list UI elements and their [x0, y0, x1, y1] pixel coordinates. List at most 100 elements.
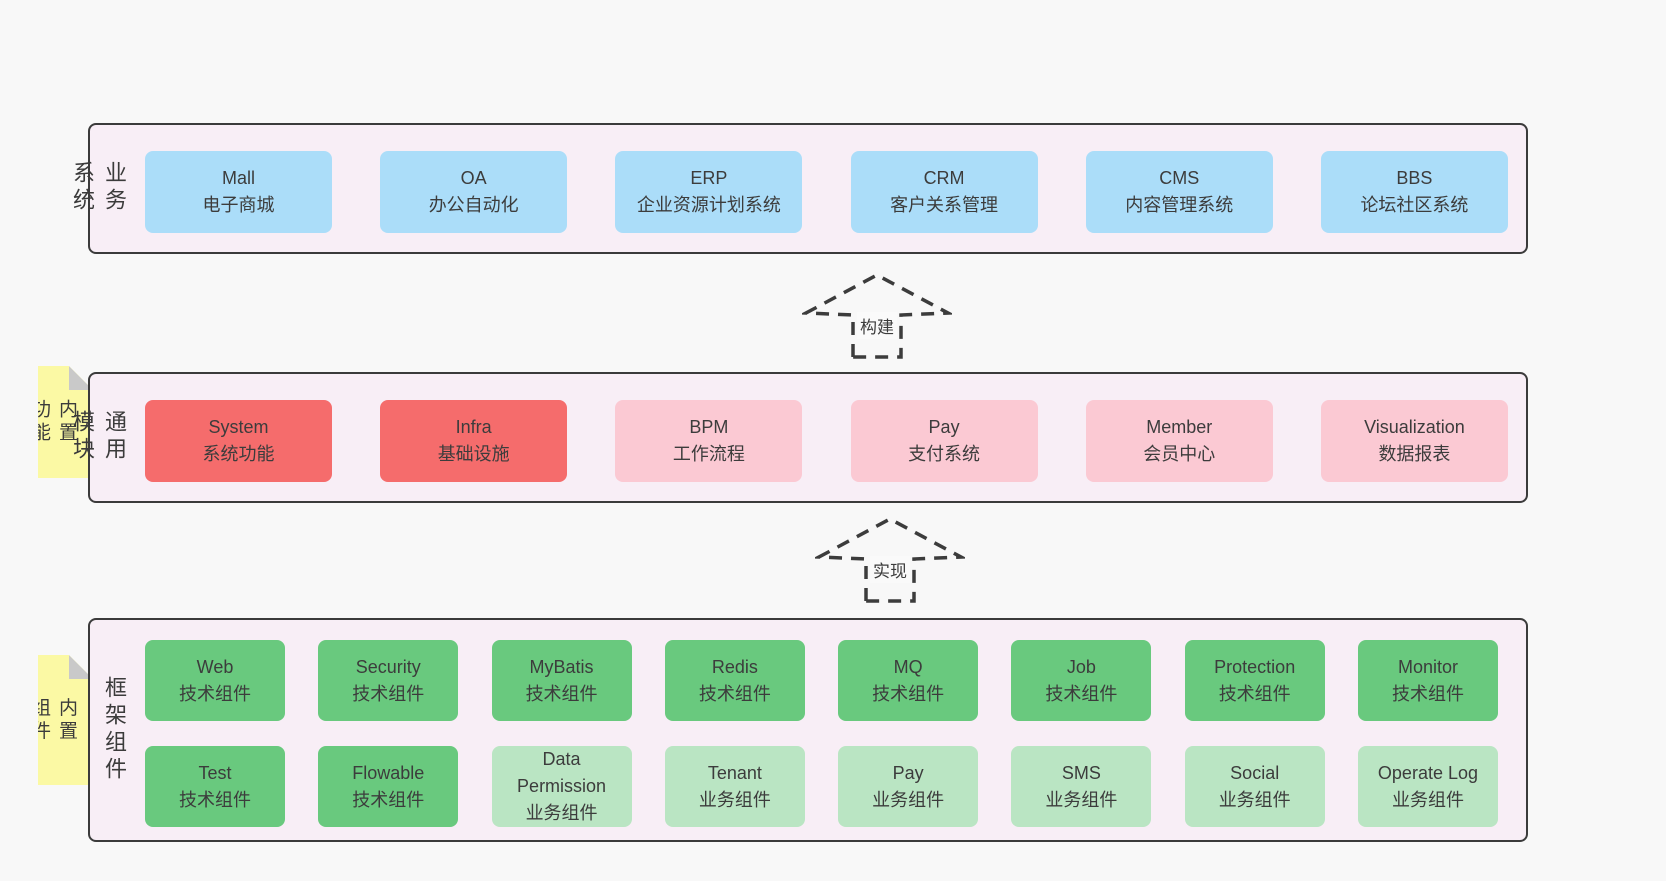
box-desc: 基础设施 [437, 444, 510, 464]
box-name: Test [198, 762, 232, 783]
module-box-pay: Pay 支付系统 [850, 400, 1038, 482]
box-name: Mall [221, 168, 255, 188]
box-desc: 技术组件 [698, 683, 771, 704]
module-box-member: Member 会员中心 [1085, 400, 1273, 482]
box-desc: 技术组件 [872, 683, 945, 704]
box-name: Pay [892, 762, 924, 783]
layer-framework-components: 框架组件 Web 技术组件 Security 技术组件 MyBatis 技术组件… [88, 618, 1528, 842]
system-box-crm: CRM 客户关系管理 [850, 151, 1038, 233]
box-name: Security [355, 656, 421, 677]
box-name: BBS [1396, 168, 1433, 188]
box-desc: 技术组件 [1045, 683, 1118, 704]
box-name: Monitor [1397, 656, 1458, 677]
box-name: BPM [689, 417, 729, 437]
box-desc: 业务组件 [698, 789, 771, 810]
component-box-row-1: Web 技术组件 Security 技术组件 MyBatis 技术组件 Redi… [145, 640, 1498, 721]
box-desc: 企业资源计划系统 [636, 195, 781, 215]
box-name: Pay [928, 417, 960, 437]
box-desc: 技术组件 [179, 789, 251, 810]
system-box-oa: OA 办公自动化 [380, 151, 568, 233]
box-name: Protection [1214, 656, 1296, 677]
box-desc: 客户关系管理 [890, 195, 999, 215]
box-name: Infra [455, 417, 492, 437]
component-box-sms: SMS 业务组件 [1011, 746, 1152, 827]
box-name: Web [196, 656, 234, 677]
box-desc: 业务组件 [872, 789, 945, 810]
box-name: Operate Log [1377, 762, 1478, 783]
implement-arrow: 实现 [815, 516, 965, 604]
box-desc: 技术组件 [352, 683, 425, 704]
box-name: OA [460, 168, 487, 188]
component-box-monitor: Monitor 技术组件 [1357, 640, 1498, 721]
box-desc: 技术组件 [1391, 683, 1464, 704]
component-box-redis: Redis 技术组件 [664, 640, 805, 721]
box-desc: 内容管理系统 [1125, 195, 1234, 215]
layer-title: 业务系统 [70, 161, 127, 216]
box-name: System [208, 417, 269, 437]
system-box-erp: ERP 企业资源计划系统 [615, 151, 803, 233]
box-name: Data Permission [517, 749, 607, 796]
module-box-infra: Infra 基础设施 [380, 400, 568, 482]
module-box-bpm: BPM 工作流程 [615, 400, 803, 482]
arrow-label: 实现 [815, 556, 965, 583]
box-desc: 业务组件 [1391, 789, 1464, 810]
box-name: Social [1230, 762, 1280, 783]
component-box-mq: MQ 技术组件 [838, 640, 979, 721]
component-box-pay: Pay 业务组件 [838, 746, 979, 827]
layer-business-systems: 业务系统 Mall 电子商城 OA 办公自动化 ERP 企业资源计划系统 CRM… [70, 123, 1528, 254]
layer-title: 通用模块 [70, 410, 127, 465]
box-name: ERP [690, 168, 728, 188]
box-name: Job [1066, 656, 1096, 677]
arrow-label-text: 实现 [870, 556, 910, 583]
box-name: Flowable [352, 762, 425, 783]
sticky-note-label: 内置组件 [29, 697, 77, 743]
module-box-system: System 系统功能 [145, 400, 332, 482]
box-name: MyBatis [529, 656, 594, 677]
component-box-social: Social 业务组件 [1184, 746, 1325, 827]
box-name: CRM [923, 168, 965, 188]
component-box-mybatis: MyBatis 技术组件 [491, 640, 632, 721]
component-box-flowable: Flowable 技术组件 [318, 746, 459, 827]
component-box-tenant: Tenant 业务组件 [664, 746, 805, 827]
build-arrow: 构建 [802, 272, 952, 360]
component-box-row-2: Test 技术组件 Flowable 技术组件 Data Permission … [145, 746, 1498, 827]
box-desc: 业务组件 [1218, 789, 1291, 810]
box-desc: 会员中心 [1143, 444, 1216, 464]
box-name: Tenant [707, 762, 762, 783]
layer-common-modules: 通用模块 System 系统功能 Infra 基础设施 BPM 工作流程 Pay… [70, 372, 1528, 503]
box-name: Member [1146, 417, 1213, 437]
component-box-web: Web 技术组件 [145, 640, 285, 721]
component-box-test: Test 技术组件 [145, 746, 285, 827]
box-desc: 业务组件 [1045, 789, 1118, 810]
component-box-job: Job 技术组件 [1011, 640, 1152, 721]
system-box-mall: Mall 电子商城 [145, 151, 332, 233]
box-desc: 电子商城 [202, 195, 275, 215]
box-desc: 工作流程 [672, 444, 745, 464]
box-desc: 办公自动化 [428, 195, 519, 215]
box-desc: 系统功能 [202, 444, 275, 464]
box-desc: 技术组件 [179, 683, 251, 704]
component-box-security: Security 技术组件 [318, 640, 459, 721]
component-box-protection: Protection 技术组件 [1184, 640, 1325, 721]
box-desc: 支付系统 [908, 444, 981, 464]
up-arrow-icon [815, 517, 965, 603]
up-arrow-icon [802, 273, 952, 359]
box-desc: 数据报表 [1378, 444, 1451, 464]
box-name: Redis [711, 656, 758, 677]
box-desc: 业务组件 [525, 803, 598, 823]
system-box-cms: CMS 内容管理系统 [1085, 151, 1273, 233]
box-name: CMS [1159, 168, 1200, 188]
box-name: SMS [1061, 762, 1101, 783]
module-box-row: System 系统功能 Infra 基础设施 BPM 工作流程 Pay 支付系统… [145, 400, 1508, 482]
layer-title: 框架组件 [102, 676, 127, 784]
box-desc: 技术组件 [1218, 683, 1291, 704]
box-name: MQ [893, 656, 923, 677]
component-box-operate-log: Operate Log 业务组件 [1357, 746, 1498, 827]
business-box-row: Mall 电子商城 OA 办公自动化 ERP 企业资源计划系统 CRM 客户关系… [145, 151, 1508, 233]
arrow-label: 构建 [802, 312, 952, 339]
box-desc: 技术组件 [352, 789, 425, 810]
arrow-label-text: 构建 [857, 312, 897, 339]
box-desc: 论坛社区系统 [1360, 195, 1469, 215]
box-desc: 技术组件 [525, 683, 598, 704]
